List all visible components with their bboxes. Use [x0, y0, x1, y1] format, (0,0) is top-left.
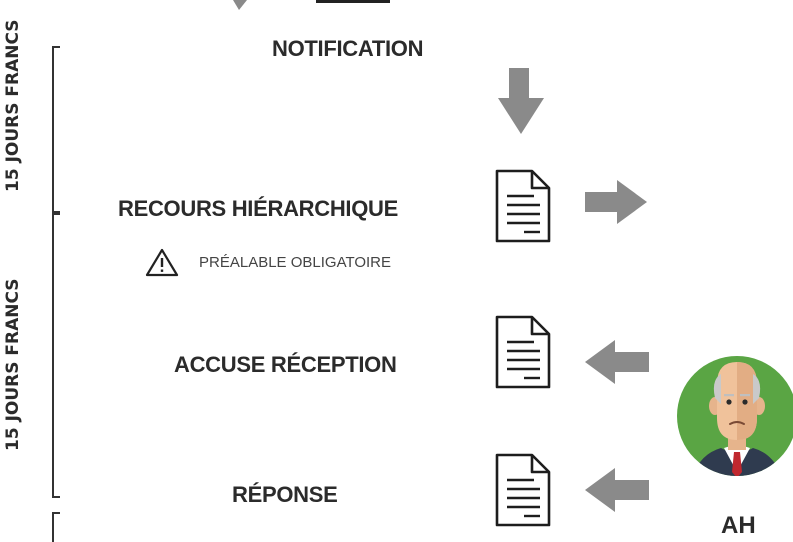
actor-label: AH [721, 512, 756, 539]
prealable-note: PRÉALABLE OBLIGATOIRE [199, 254, 392, 271]
bracket-top [52, 46, 60, 213]
partial-arrow [233, 0, 247, 10]
step-recours: RECOURS HIÉRARCHIQUE [118, 196, 399, 221]
side-label-top: 15 JOURS FRANCS [3, 19, 23, 193]
arrow-right [585, 180, 647, 224]
document-icon [495, 453, 551, 527]
side-label-bottom: 15 JOURS FRANCS [3, 278, 23, 452]
avatar [677, 356, 793, 476]
arrow-down [498, 68, 544, 134]
warning-icon [145, 248, 179, 277]
bracket-partial [52, 512, 60, 542]
arrow-left [585, 340, 649, 384]
step-reponse: RÉPONSE [232, 482, 338, 507]
partial-document-bottom [316, 0, 390, 3]
arrow-left [585, 468, 649, 512]
step-accuse: ACCUSE RÉCEPTION [174, 352, 397, 377]
document-icon [495, 315, 551, 389]
step-notification: NOTIFICATION [272, 36, 424, 61]
bracket-bottom [52, 213, 60, 498]
document-icon [495, 169, 551, 243]
